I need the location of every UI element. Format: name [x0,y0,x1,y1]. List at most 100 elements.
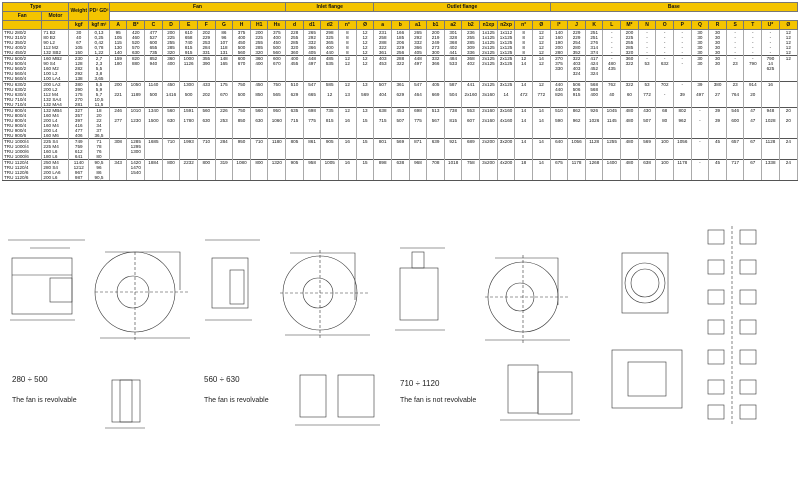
dim-cell: 905 [285,159,304,165]
dim-cell [778,81,799,87]
dim-cell [320,149,340,154]
base-header: Base [549,2,799,12]
pd-cell: 11,5 [88,102,110,108]
dim-cell [461,170,481,175]
dim-cell: 689 [461,138,481,144]
motor-cell: 200 LA2 [41,81,70,87]
dim-cell [373,66,392,71]
dim-cell [461,71,481,76]
pd-cell: 18 [88,107,110,113]
dim-cell: 453 [373,61,392,66]
dim-cell: 464 [408,92,428,97]
dim-cell: 288 [373,40,392,45]
dim-cell [443,149,463,154]
dim-cell [373,154,392,160]
dim-header-0: A [108,20,128,30]
dim-cell [320,133,340,139]
dim-cell [320,128,340,133]
dim-cell [408,123,428,128]
dim-cell: 256 [390,50,410,56]
fan-type-cell: TRU 350/2 [1,40,43,45]
dim-cell: 507 [373,81,392,87]
dim-cell: 629 [285,92,304,97]
dim-cell [267,123,287,128]
dim-cell: 2x125 [479,50,498,56]
dim-cell: 277 [108,118,128,123]
pd-unit: kgf m² [88,20,110,30]
dim-cell [302,149,322,154]
drawing-base-large [500,364,580,421]
dim-cell: 332 [302,40,322,45]
motor-cell: 200 L6 [41,175,70,181]
dim-header-20: b2 [461,20,481,30]
dim-cell [426,133,445,139]
dim-cell [461,66,481,71]
dim-cell [426,149,445,154]
fan-type-cell: TRU 900/4 [1,123,43,128]
dim-cell [320,175,340,181]
dim-cell [267,133,287,139]
dim-cell [443,113,463,118]
fan-type-cell: TRU 400/2 [1,45,43,50]
motor-cell: 132 MA4 [41,102,70,108]
dim-cell [408,71,428,76]
dim-cell [390,113,410,118]
dim-cell [778,170,799,175]
dim-cell: 320 [285,45,304,50]
fan-type-cell: TRU 500/2 [1,55,43,61]
dim-cell: 665 [302,92,322,97]
dim-cell: 629 [390,92,410,97]
dim-cell: 13 [355,107,375,113]
dim-cell: 360 [285,50,304,56]
motor-cell: 160 MB2 [41,55,70,61]
fan-type-cell: TRU 1120/6 [1,170,43,175]
dim-header-10: d [285,20,304,30]
dim-header-12: d2 [320,20,340,30]
dim-cell: 12 [355,35,375,40]
motor-cell: 100 L2 [41,71,70,76]
pd-cell: 80 [88,154,110,160]
dim-cell: 569 [355,92,375,97]
dim-cell [302,128,322,133]
dim-cell [479,133,498,139]
dim-cell [267,175,287,181]
dim-cell [390,175,410,181]
fan-type-cell: TRU 900/4 [1,128,43,133]
dim-cell [479,175,498,181]
dim-cell: 2x200 [479,138,498,144]
dim-cell: 405 [302,50,322,56]
dim-cell [426,165,445,170]
dim-cell [108,133,128,139]
dim-cell: 336 [461,50,481,56]
dim-cell [390,154,410,160]
dim-cell: 228 [285,29,304,35]
revolvable-note-1: The fan is revolvable [12,397,77,404]
fan-type-cell: TRU 1120/6 [1,175,43,181]
motor-cell: 90 S4 [41,61,70,66]
dim-header-16: b [390,20,410,30]
dim-cell [355,66,375,71]
dim-cell [778,175,799,181]
dim-cell [443,71,463,76]
dim-header-17: a1 [408,20,428,30]
motor-cell: 112 M2 [41,45,70,50]
dim-cell: 441 [461,81,481,87]
dim-cell: 2x160 [479,118,498,123]
dim-cell [426,113,445,118]
dim-cell [443,66,463,71]
dim-cell [108,66,128,71]
dim-cell [355,154,375,160]
dim-cell [778,123,799,128]
dim-cell [108,123,128,128]
range-label-2: 560 ÷ 630 [204,375,240,384]
dim-cell [479,165,498,170]
dim-cell: 285 [461,40,481,45]
dim-cell: 400 [320,45,340,50]
dim-cell [302,97,322,102]
